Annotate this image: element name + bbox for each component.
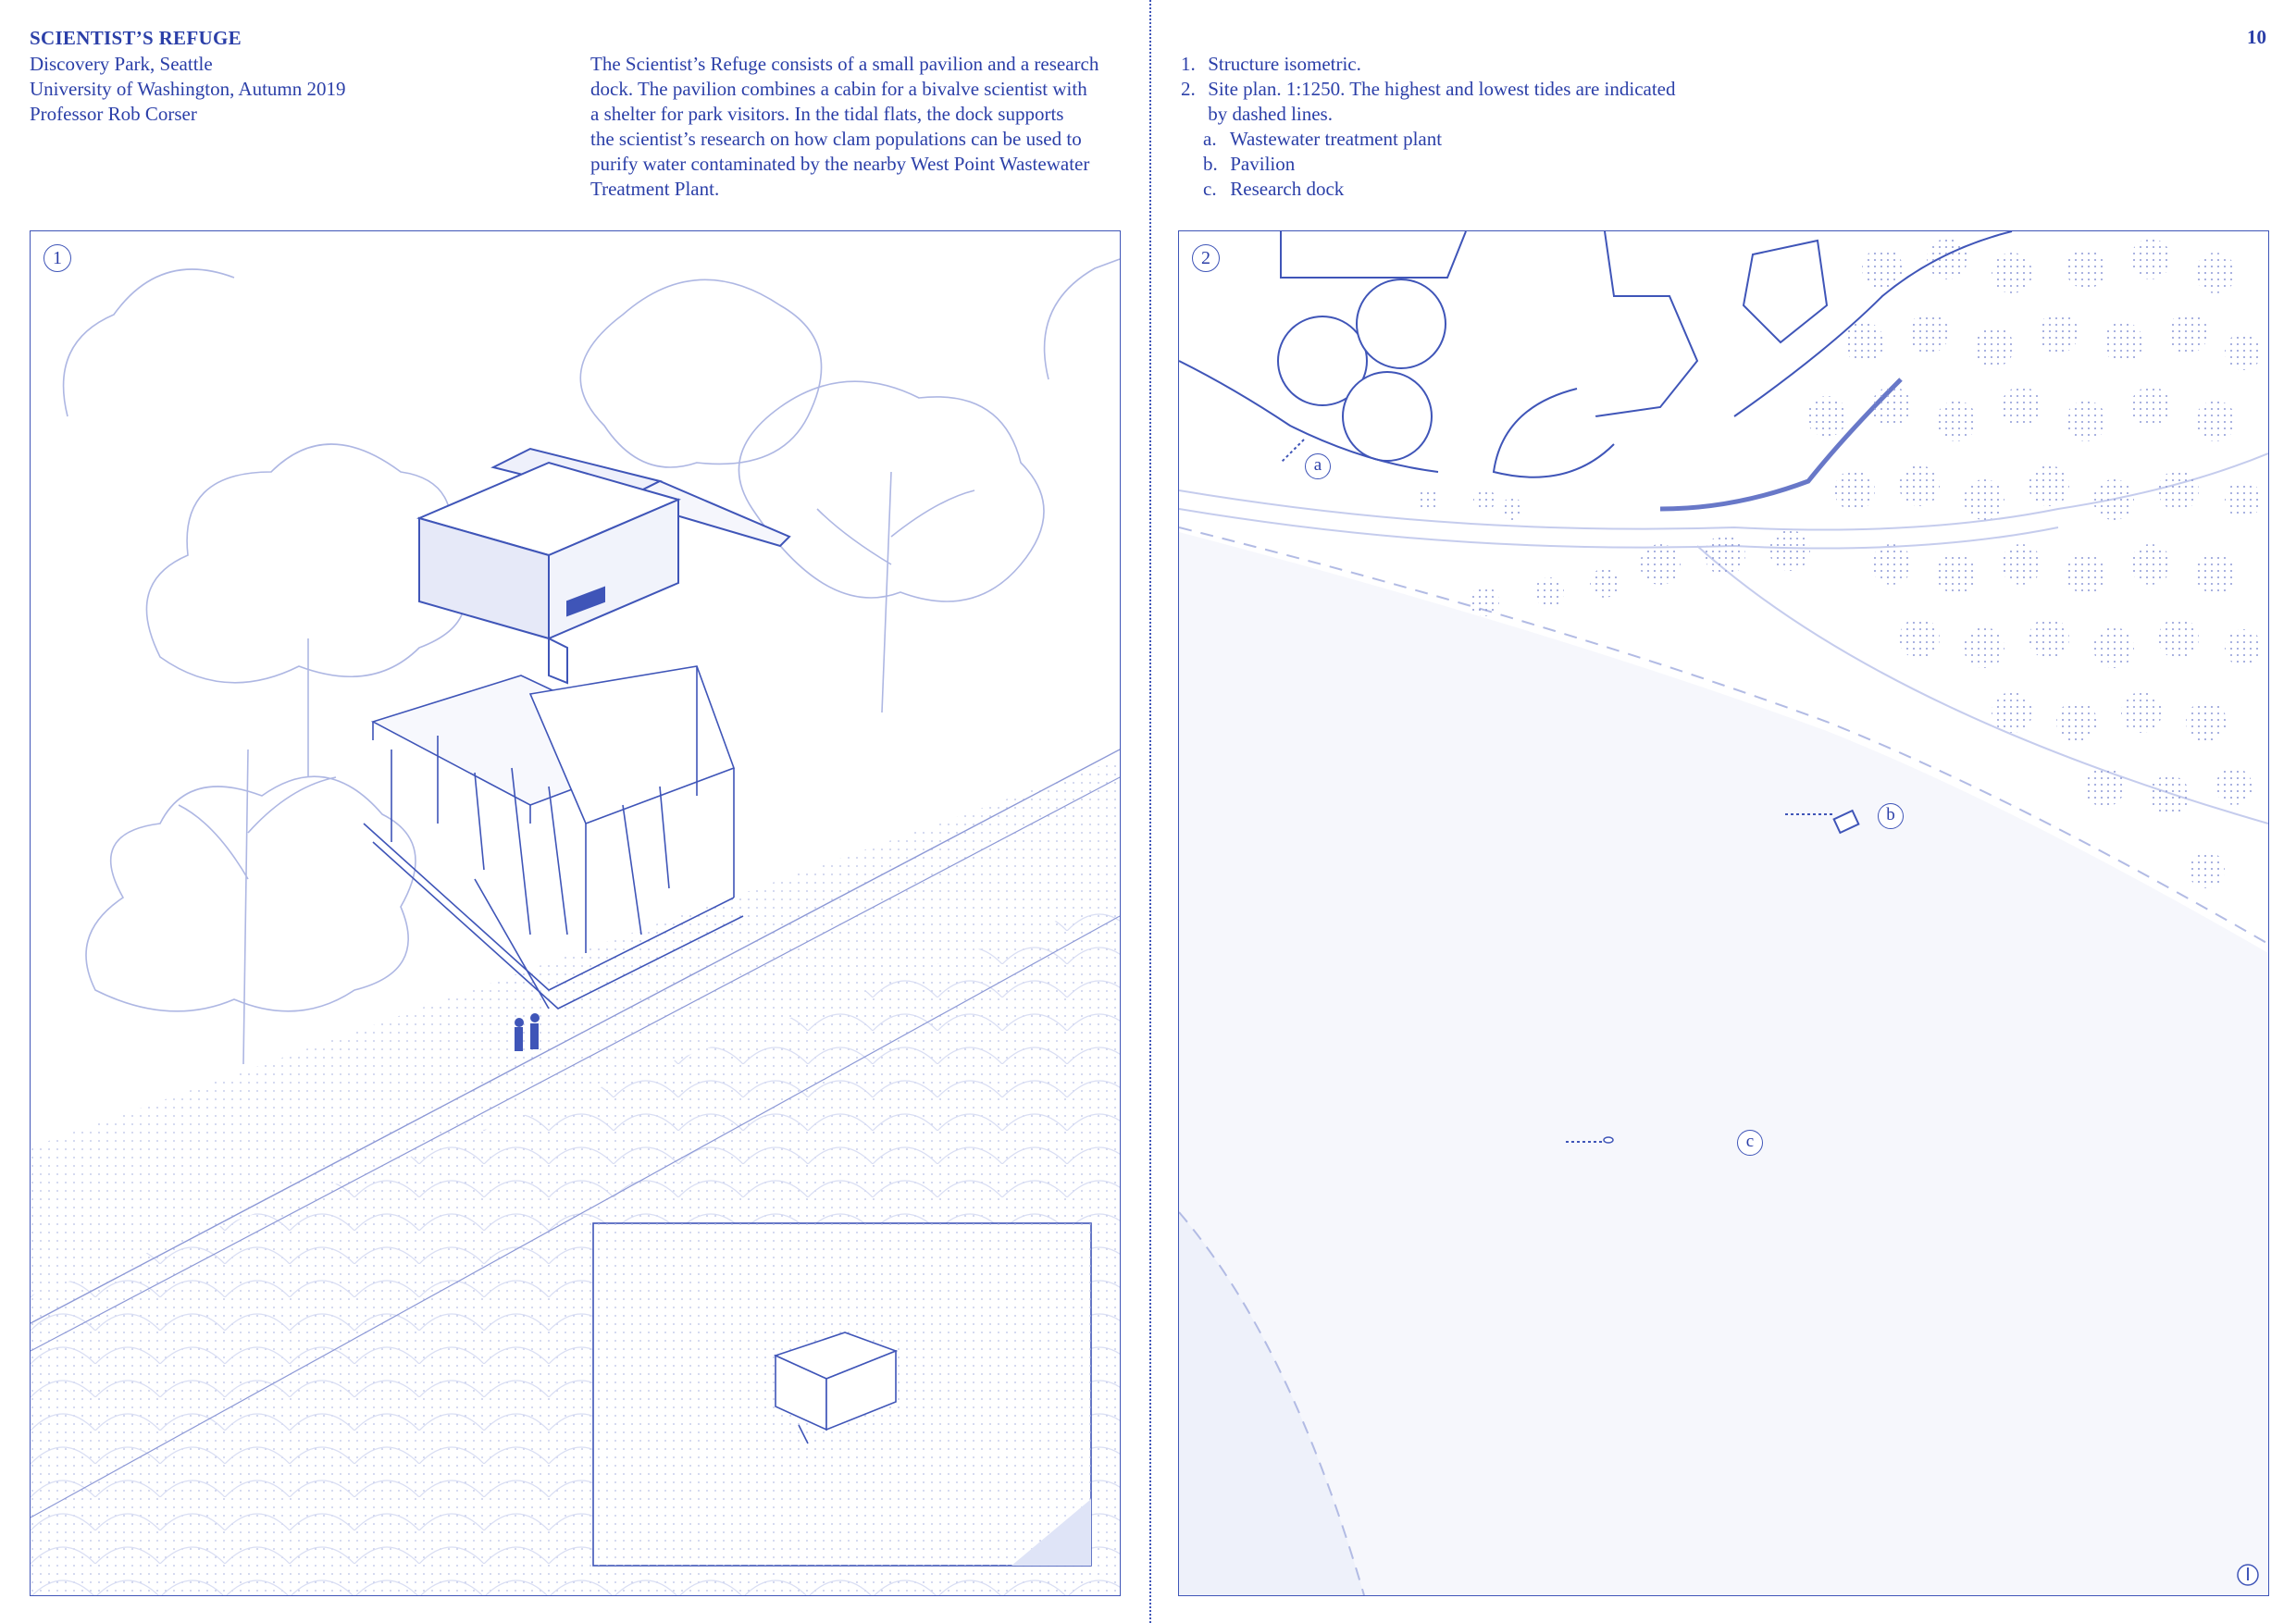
description-line: The Scientist’s Refuge consists of a sma… [590,53,1099,75]
caption-1: 1. Structure isometric. [1181,53,1361,75]
marker-b-pavilion: b [1878,803,1904,829]
figure-2-label: 2 [1192,244,1220,272]
caption-2-cont: by dashed lines. [1208,103,1333,125]
caption-sub-c: c. Research dock [1203,178,1345,200]
isometric-drawing [31,258,1120,1595]
description-line: a shelter for park visitors. In the tida… [590,103,1064,125]
site-plan-figure: 2 a b c [1178,230,2269,1596]
description-line: dock. The pavilion combines a cabin for … [590,78,1087,100]
school-line: University of Washington, Autumn 2019 [30,78,346,100]
marker-c-research-dock: c [1737,1130,1763,1156]
location-line: Discovery Park, Seattle [30,53,213,75]
marker-a-wastewater-plant: a [1305,453,1331,479]
description-line: Treatment Plant. [590,178,720,200]
description-line: the scientist’s research on how clam pop… [590,128,1082,150]
site-plan-drawing [1179,231,2268,1595]
document-title: SCIENTIST’S REFUGE [30,27,242,49]
description-line: purify water contaminated by the nearby … [590,153,1090,175]
page-number: 10 [2247,26,2266,48]
page-fold-divider [1149,0,1151,1623]
figure-1-label: 1 [43,244,71,272]
isometric-figure: 1 [30,230,1121,1596]
caption-sub-b: b. Pavilion [1203,153,1296,175]
caption-sub-a: a. Wastewater treatment plant [1203,128,1443,150]
professor-line: Professor Rob Corser [30,103,197,125]
caption-2: 2. Site plan. 1:1250. The highest and lo… [1181,78,1676,100]
